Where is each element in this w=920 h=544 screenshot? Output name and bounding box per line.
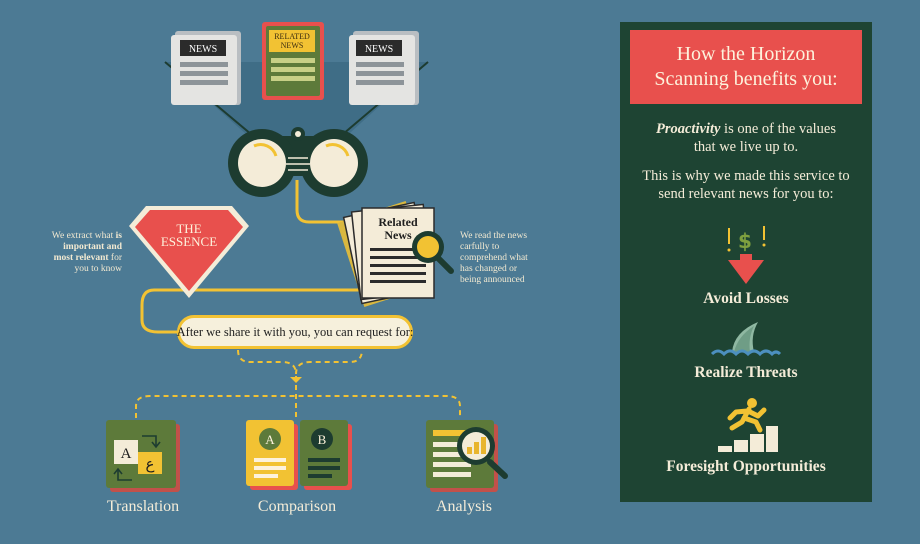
newspaper-related-line1: RELATED: [274, 32, 310, 41]
newspaper-related-icon: RELATED NEWS: [262, 22, 324, 100]
comparison-letter-b: B: [318, 432, 327, 447]
essence-diamond-icon: THE ESSENCE: [129, 206, 249, 298]
share-pill-text: After we share it with you, you can requ…: [176, 324, 414, 339]
path-binoculars-to-news: [295, 180, 356, 224]
service-text: This is why we made this service to send…: [642, 168, 850, 202]
panel-title-line1: How the Horizon: [676, 43, 816, 65]
running-man-stairs-icon: [718, 398, 778, 452]
proactivity-text: Proactivity is one of the values that we…: [620, 120, 872, 156]
newspaper-left-icon: NEWS: [171, 31, 241, 105]
proactivity-rest: is one of the values that we live up to.: [693, 121, 836, 155]
note-extract-part1: We extract what: [51, 231, 116, 241]
newspaper-right-title: NEWS: [365, 44, 393, 55]
comparison-caption: Comparison: [257, 498, 337, 515]
money-down-arrow-icon: $: [727, 226, 766, 284]
essence-line2: ESSENCE: [161, 234, 217, 249]
note-extract-part2: for you to know: [74, 253, 123, 274]
translation-letter-a: A: [121, 446, 132, 462]
related-news-line1: Related: [378, 215, 418, 229]
note-read: We read the news carfully to comprehend …: [460, 231, 528, 285]
newspaper-right-icon: NEWS: [349, 31, 419, 105]
branch-dashed-connector: [135, 395, 461, 418]
connector-arrow: [290, 377, 302, 383]
pill-dashed-connector: [237, 349, 363, 375]
essence-line1: THE: [176, 221, 201, 236]
benefit-avoid-losses: Avoid Losses: [703, 290, 789, 307]
newspaper-related-line2: NEWS: [281, 41, 304, 50]
panel-title-banner: How the Horizon Scanning benefits you:: [630, 30, 862, 104]
panel-title-line2: Scanning benefits you:: [654, 68, 838, 90]
path-news-to-pill: [140, 288, 360, 334]
binoculars-icon: [228, 127, 368, 197]
related-news-line2: News: [384, 228, 412, 242]
note-extract: We extract what is important and most re…: [44, 231, 122, 275]
proactivity-word: Proactivity: [656, 121, 721, 137]
translation-letter-ar: ع: [146, 455, 155, 473]
note-extract-bold: is important and most relevant: [53, 231, 122, 263]
benefit-foresight-opportunities: Foresight Opportunities: [666, 458, 826, 475]
related-news-stack-icon: Related News: [337, 201, 435, 307]
share-pill: After we share it with you, you can requ…: [177, 315, 413, 349]
newspaper-left-title: NEWS: [189, 44, 217, 55]
benefit-realize-threats: Realize Threats: [694, 364, 798, 381]
magnifier-icon: [412, 231, 454, 274]
shark-fin-icon: [710, 322, 782, 357]
comparison-letter-a: A: [265, 432, 275, 447]
comparison-icon: A B: [246, 420, 352, 490]
translation-caption: Translation: [106, 498, 180, 515]
analysis-caption: Analysis: [436, 498, 492, 515]
svg-text:$: $: [738, 229, 752, 253]
benefits-panel: How the Horizon Scanning benefits you: P…: [620, 22, 872, 502]
analysis-icon: [426, 420, 508, 492]
translation-icon: A ع: [106, 420, 180, 492]
